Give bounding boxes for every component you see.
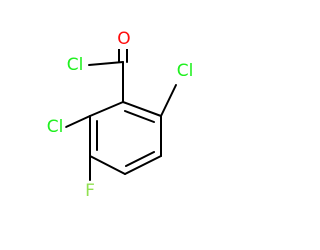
atom-oxygen: O xyxy=(117,29,130,49)
label-halo xyxy=(174,61,196,81)
label-halo xyxy=(83,181,97,201)
bond-ring-c4-c5 xyxy=(89,155,126,175)
bond-ring-chlorine-left xyxy=(65,115,91,128)
structure-canvas: O Cl Cl Cl F xyxy=(44,29,196,201)
bond-ring-inner-c1-c2 xyxy=(124,110,155,123)
atom-fluorine: F xyxy=(85,181,95,201)
label-halo xyxy=(44,117,66,137)
bond-ring-c3-c4 xyxy=(124,155,162,175)
molecule-diagram: O Cl Cl Cl F xyxy=(44,29,196,201)
atom-ring-chlorine-left: Cl xyxy=(47,117,64,137)
bond-ring-c1-c2 xyxy=(122,101,162,117)
atom-ring-chlorine-top: Cl xyxy=(177,61,194,81)
bonds xyxy=(65,39,177,181)
atom-acyl-chlorine: Cl xyxy=(67,55,84,75)
bond-ring-chlorine-top xyxy=(160,84,177,117)
bond-acyl-chloride xyxy=(88,61,124,66)
atom-labels: O Cl Cl Cl F xyxy=(44,29,196,201)
label-halo xyxy=(115,29,133,49)
bond-ring-c6-c1 xyxy=(89,101,124,117)
bond-ring-inner-c3-c4 xyxy=(125,151,155,167)
label-halo xyxy=(64,55,86,75)
